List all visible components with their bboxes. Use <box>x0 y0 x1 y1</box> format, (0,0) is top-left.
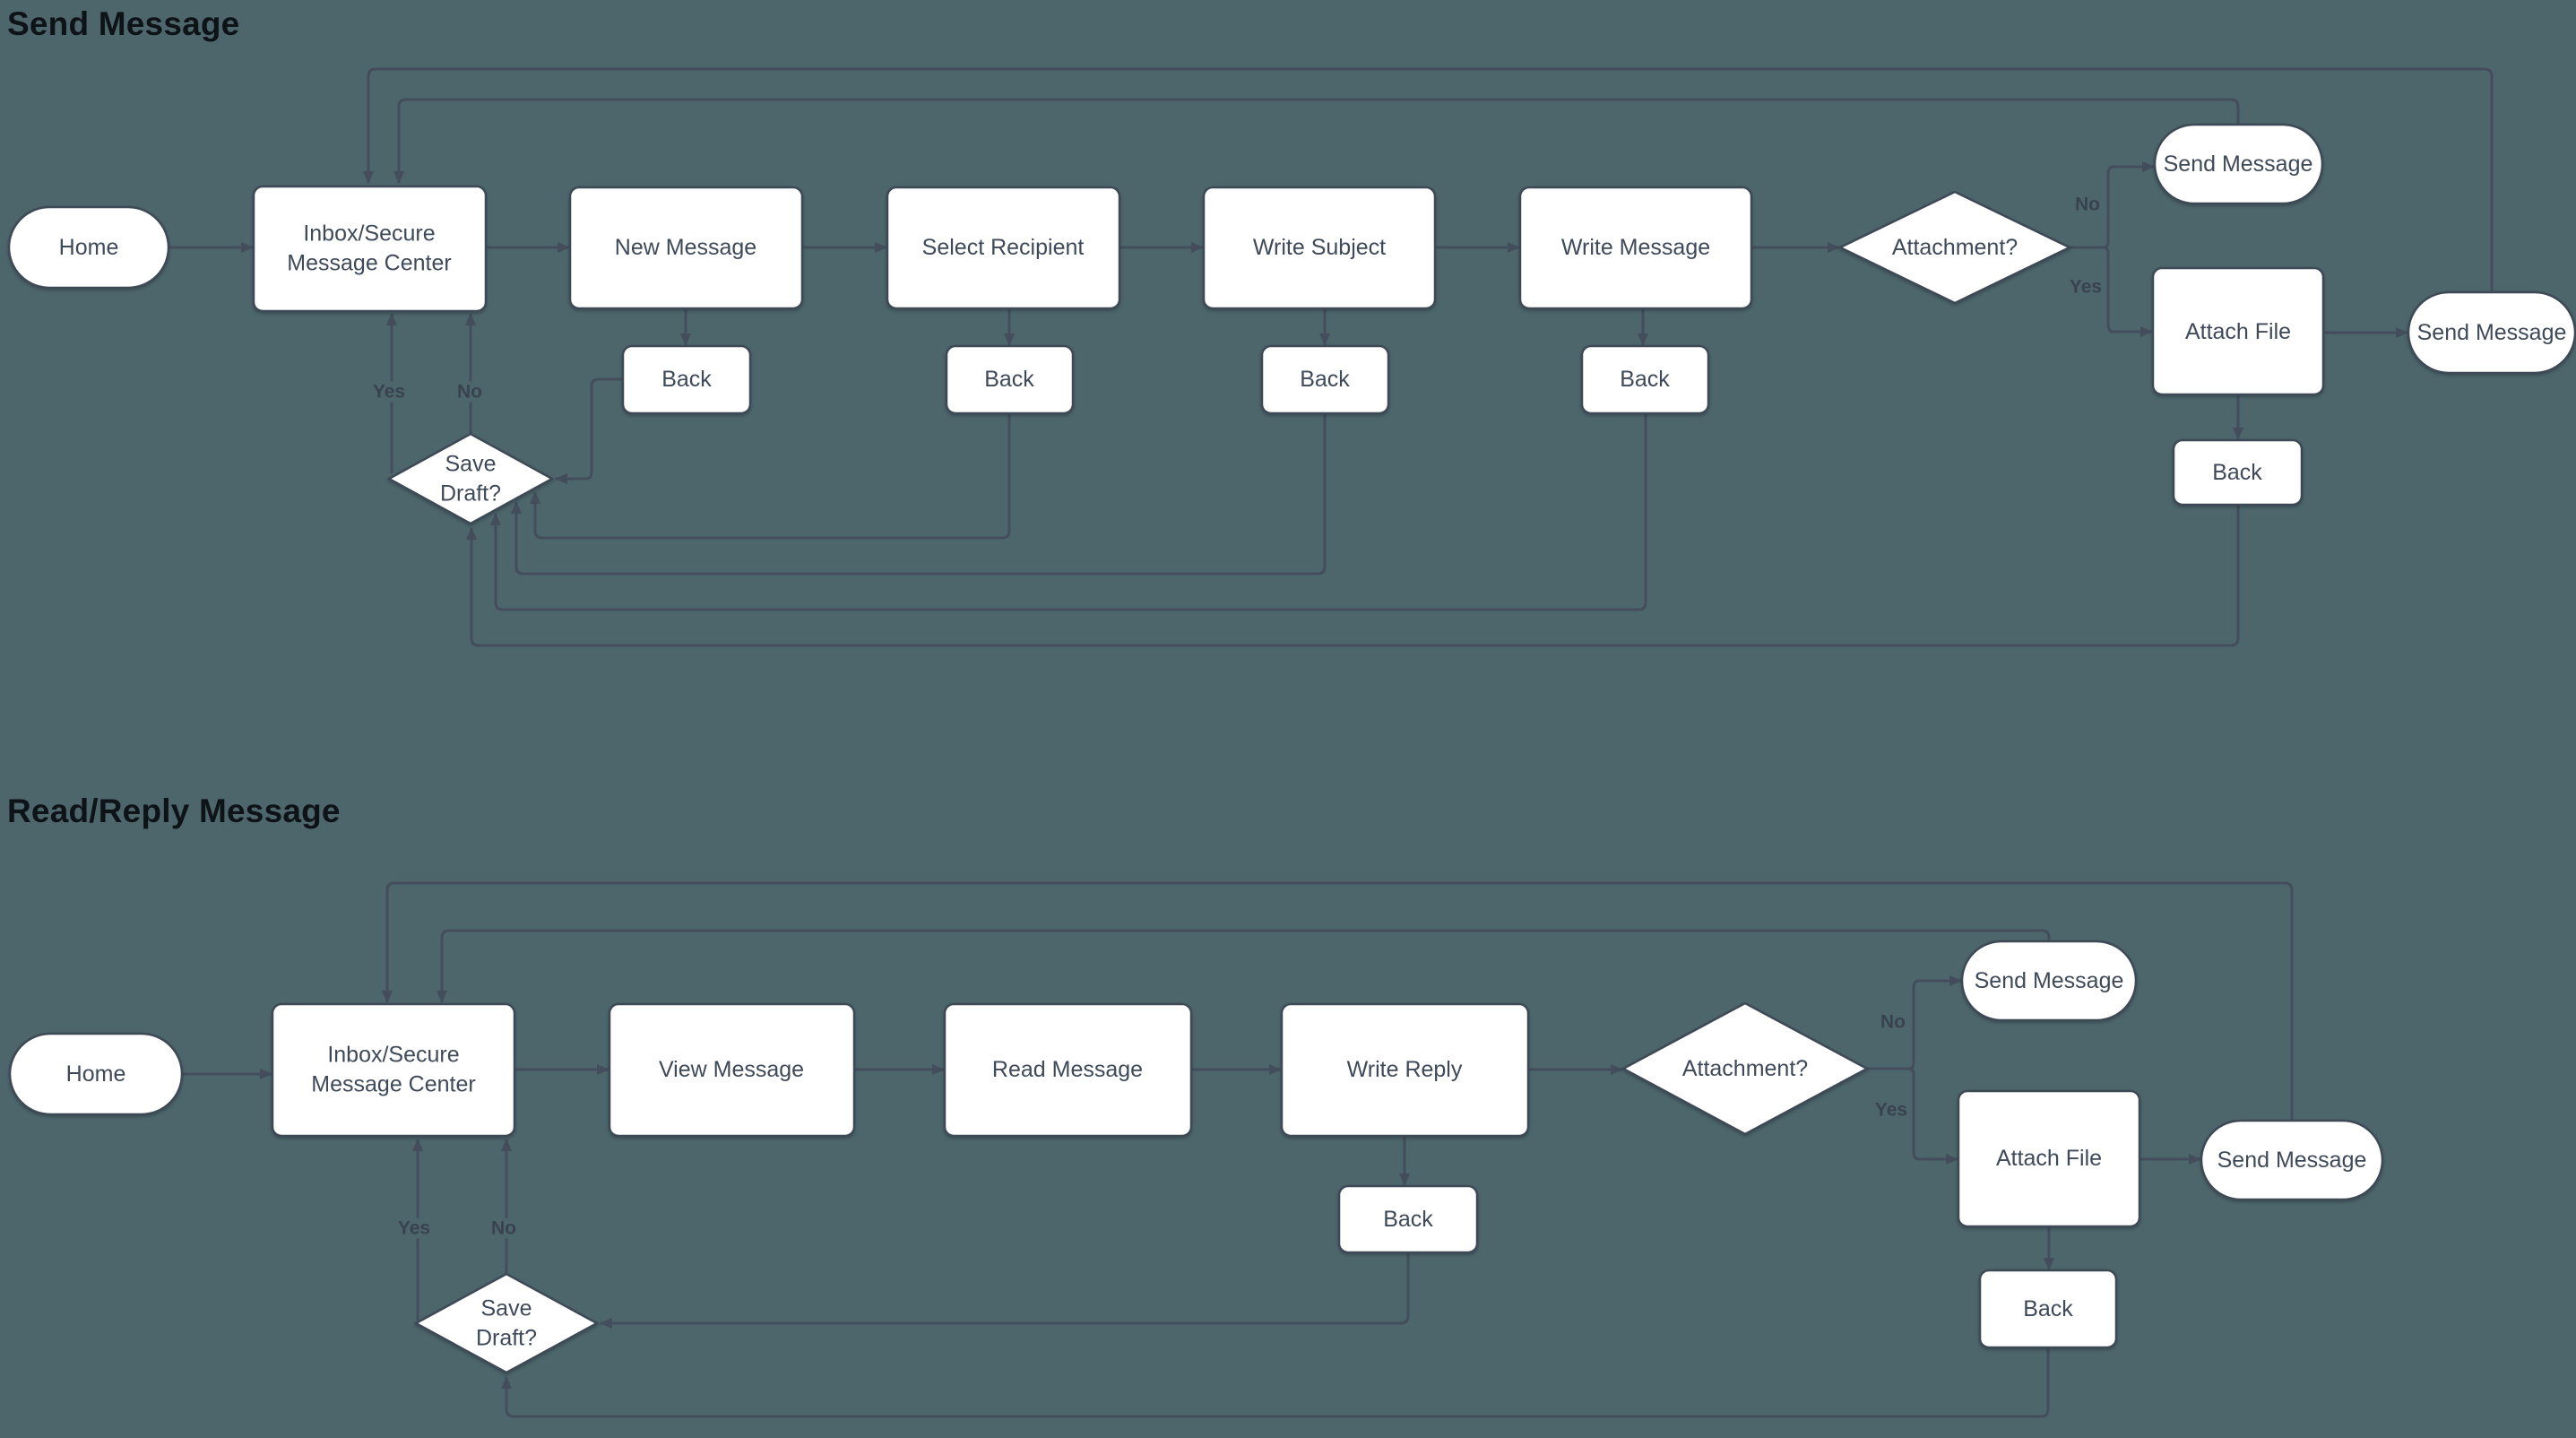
send-edge-back1-to-save-draft <box>555 377 623 484</box>
reply-save-draft-yes-edge-label: Yes <box>393 1217 435 1239</box>
reply-back1-label: Back <box>1383 1206 1433 1232</box>
send-new-message-node-shape[interactable] <box>568 186 804 310</box>
reply-inbox-label: Inbox/Secure Message Center <box>311 1042 476 1097</box>
send-edge-send-final-return-to-inbox <box>363 67 2494 292</box>
send-attach-file-node-shape[interactable] <box>2151 266 2325 396</box>
reply-back-write-reply-shape[interactable] <box>1337 1184 1479 1254</box>
send-save-draft-label: Save Draft? <box>439 451 502 507</box>
reply-read-message-node-shape[interactable] <box>943 1002 1193 1138</box>
reply-send-message-final-terminator-shape[interactable] <box>2200 1119 2384 1201</box>
send-new-message-label: New Message <box>614 234 757 260</box>
send-flow-edges <box>169 67 2494 647</box>
send-send-message-no-terminator-shape[interactable] <box>2153 123 2324 205</box>
reply-edge-attachment-yes-branch <box>1907 1067 1958 1165</box>
reply-attachment-no-edge-label: No <box>1877 1011 1909 1033</box>
send-back5-label: Back <box>2212 459 2262 485</box>
read-reply-flow-shapes <box>8 940 2384 1374</box>
reply-attachment-yes-edge-label: Yes <box>1871 1099 1912 1121</box>
send-write-subject-label: Write Subject <box>1252 234 1387 260</box>
send-edge-back4-to-save-draft <box>490 413 1647 611</box>
send-inbox-node-shape[interactable] <box>252 185 488 313</box>
reply-attachment-label: Attachment? <box>1681 1055 1809 1081</box>
reply-save-draft-label: Save Draft? <box>475 1295 538 1351</box>
reply-inbox-node-shape[interactable] <box>271 1002 516 1138</box>
send-select-recipient-node-shape[interactable] <box>886 186 1121 310</box>
reply-send-message-final-label: Send Message <box>2217 1147 2367 1173</box>
reply-send-message-no-label: Send Message <box>1974 967 2124 993</box>
reply-read-message-label: Read Message <box>991 1056 1144 1082</box>
send-attachment-label: Attachment? <box>1891 234 2018 260</box>
reply-write-reply-label: Write Reply <box>1346 1056 1463 1082</box>
send-attach-file-label: Attach File <box>2184 318 2292 344</box>
send-flow-shapes <box>7 123 2576 525</box>
send-write-subject-node-shape[interactable] <box>1202 186 1437 310</box>
reply-home-terminator-shape[interactable] <box>8 1032 184 1116</box>
reply-edge-attachment-no-branch <box>1907 975 1962 1070</box>
send-back1-label: Back <box>661 366 712 392</box>
send-edge-back5-to-save-draft <box>466 505 2240 647</box>
send-attachment-decision-shape[interactable] <box>1837 190 2072 305</box>
reply-edge-back1-to-save-draft <box>600 1252 1410 1329</box>
send-back-select-recipient-shape[interactable] <box>945 344 1075 415</box>
read-reply-flow-title: Read/Reply Message <box>7 793 341 829</box>
send-back2-label: Back <box>984 366 1034 392</box>
reply-back-attach-file-shape[interactable] <box>1978 1269 2118 1349</box>
reply-home-label: Home <box>65 1061 126 1087</box>
send-inbox-label: Inbox/Secure Message Center <box>287 221 452 276</box>
send-back-write-message-shape[interactable] <box>1580 344 1710 415</box>
reply-edge-send-final-return-to-inbox <box>382 881 2294 1121</box>
reply-save-draft-no-edge-label: No <box>488 1217 520 1239</box>
reply-send-message-no-terminator-shape[interactable] <box>1960 940 2138 1022</box>
send-home-label: Home <box>58 234 119 260</box>
send-save-draft-no-edge-label: No <box>454 381 486 403</box>
send-attachment-yes-edge-label: Yes <box>2065 276 2106 298</box>
send-save-draft-decision-shape[interactable] <box>386 432 555 525</box>
reply-edge-back2-to-save-draft <box>501 1347 2050 1418</box>
send-edge-back2-to-save-draft <box>530 413 1011 540</box>
send-edge-back3-to-save-draft <box>511 413 1327 576</box>
send-edge-send-no-return-to-inbox <box>393 98 2240 184</box>
send-back4-label: Back <box>1620 366 1670 392</box>
send-edge-attachment-yes-branch <box>2102 246 2153 337</box>
send-edge-attachment-no-branch <box>2102 161 2155 249</box>
reply-save-draft-decision-shape[interactable] <box>413 1272 600 1374</box>
send-back-attach-file-shape[interactable] <box>2172 438 2304 507</box>
reply-attachment-decision-shape[interactable] <box>1621 1001 1870 1136</box>
send-send-message-final-terminator-shape[interactable] <box>2407 290 2576 375</box>
send-attachment-no-edge-label: No <box>2071 194 2104 215</box>
reply-view-message-node-shape[interactable] <box>608 1002 856 1138</box>
reply-attach-file-label: Attach File <box>1995 1145 2103 1171</box>
reply-write-reply-node-shape[interactable] <box>1280 1002 1530 1138</box>
send-back3-label: Back <box>1300 366 1350 392</box>
send-select-recipient-label: Select Recipient <box>921 234 1085 260</box>
reply-edge-send-no-return-to-inbox <box>437 929 2051 1003</box>
send-back-write-subject-shape[interactable] <box>1260 344 1390 415</box>
send-write-message-node-shape[interactable] <box>1518 186 1753 310</box>
reply-view-message-label: View Message <box>658 1056 805 1082</box>
reply-attach-file-node-shape[interactable] <box>1957 1089 2141 1228</box>
send-send-message-no-label: Send Message <box>2163 151 2313 177</box>
reply-back2-label: Back <box>2023 1295 2073 1321</box>
send-send-message-final-label: Send Message <box>2416 319 2567 345</box>
send-back-new-message-shape[interactable] <box>621 344 752 415</box>
send-flow-title: Send Message <box>7 5 240 42</box>
send-save-draft-yes-edge-label: Yes <box>368 381 410 403</box>
read-reply-flow-edges <box>182 881 2294 1418</box>
send-home-terminator-shape[interactable] <box>7 205 170 290</box>
send-write-message-label: Write Message <box>1560 234 1711 260</box>
